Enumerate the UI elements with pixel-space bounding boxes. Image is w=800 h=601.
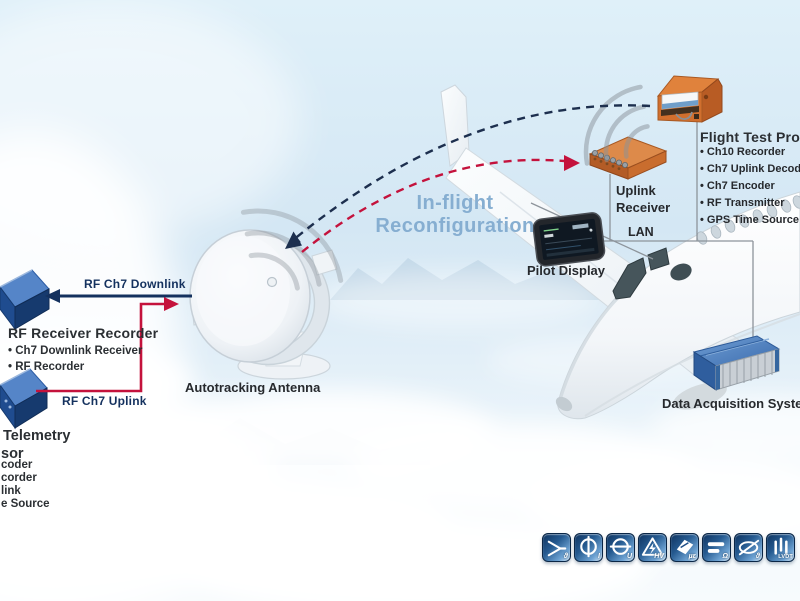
icon-subscript: LVDT bbox=[778, 554, 793, 560]
icon-subscript: I bbox=[598, 553, 600, 560]
data-acquisition-device bbox=[692, 335, 781, 391]
fragment-line: sor bbox=[1, 446, 24, 462]
ftp-item: Ch10 Recorder bbox=[700, 144, 800, 161]
pilot-display-device bbox=[532, 212, 606, 267]
rf-ch7-uplink-label: RF Ch7 Uplink bbox=[62, 394, 147, 408]
icon-subscript: ϑ bbox=[755, 553, 760, 560]
fragment-item: link bbox=[1, 485, 21, 497]
flight-test-processor-title: Flight Test Processor bbox=[700, 129, 800, 145]
fragment-item: coder bbox=[1, 459, 33, 471]
ftp-item: RF Transmitter bbox=[700, 195, 800, 212]
rf-uplink-dashed bbox=[301, 155, 580, 253]
flight-test-processor-device bbox=[656, 75, 723, 123]
icon-subscript: µε bbox=[688, 553, 696, 560]
rf-rr-item: RF Recorder bbox=[8, 359, 142, 375]
fragment-item: e Source bbox=[1, 498, 50, 510]
icon-subscript: HV bbox=[654, 553, 664, 560]
icon-subscript: ϑ bbox=[563, 553, 568, 560]
voltage-icon: U bbox=[606, 533, 635, 562]
telemetry-processor-title-fragment: Telemetry sor bbox=[1, 427, 71, 463]
ftp-item: GPS Time Source bbox=[700, 212, 800, 229]
thermocouple-icon: ϑ bbox=[542, 533, 571, 562]
autotracking-antenna-graphic bbox=[189, 229, 338, 380]
data-acquisition-label: Data Acquisition System bbox=[662, 396, 800, 411]
aircraft-graphic bbox=[440, 84, 800, 420]
lvdt-icon: LVDT bbox=[766, 533, 795, 562]
uplink-receiver-label: Uplink Receiver bbox=[616, 183, 670, 216]
inflight-line2: Reconfiguration bbox=[375, 215, 535, 237]
strain-gauge-icon: µε bbox=[670, 533, 699, 562]
uplink-receiver-label-line1: Uplink bbox=[616, 183, 656, 198]
rf-rr-item: Ch7 Downlink Receiver bbox=[8, 343, 142, 359]
icon-subscript: U bbox=[626, 553, 632, 560]
flight-test-processor-list: Ch10 Recorder Ch7 Uplink Decoder Ch7 Enc… bbox=[700, 144, 800, 229]
autotracking-antenna-label: Autotracking Antenna bbox=[185, 380, 321, 395]
icon-subscript: Ω bbox=[722, 553, 728, 560]
downlink-solid-arrow bbox=[45, 289, 192, 303]
current-source-icon: I bbox=[574, 533, 603, 562]
uplink-receiver-label-line2: Receiver bbox=[616, 199, 671, 215]
rf-receiver-recorder-list: Ch7 Downlink Receiver RF Recorder bbox=[8, 343, 142, 375]
telemetry-processor-items-fragment: coder corder link e Source bbox=[1, 459, 50, 511]
lan-label: LAN bbox=[628, 225, 654, 239]
rf-ch7-downlink-label: RF Ch7 Downlink bbox=[84, 277, 186, 291]
fragment-item: corder bbox=[1, 472, 37, 484]
rf-downlink-dashed bbox=[285, 104, 651, 249]
rf-receiver-recorder-device bbox=[0, 269, 50, 331]
sensor-icon-row: ϑ I U HV µε bbox=[542, 533, 795, 562]
potentiometer-icon: ϑ bbox=[734, 533, 763, 562]
ftp-item: Ch7 Uplink Decoder bbox=[700, 161, 800, 178]
fragment-line: Telemetry bbox=[3, 428, 71, 444]
high-voltage-icon: HV bbox=[638, 533, 667, 562]
rf-receiver-recorder-title: RF Receiver Recorder bbox=[8, 325, 159, 341]
inflight-line1: In-flight bbox=[416, 192, 494, 214]
ftp-item: Ch7 Encoder bbox=[700, 178, 800, 195]
inflight-reconfiguration-label: In-flight Reconfiguration bbox=[345, 192, 565, 238]
pilot-display-label: Pilot Display bbox=[527, 263, 606, 278]
bridge-icon: Ω bbox=[702, 533, 731, 562]
